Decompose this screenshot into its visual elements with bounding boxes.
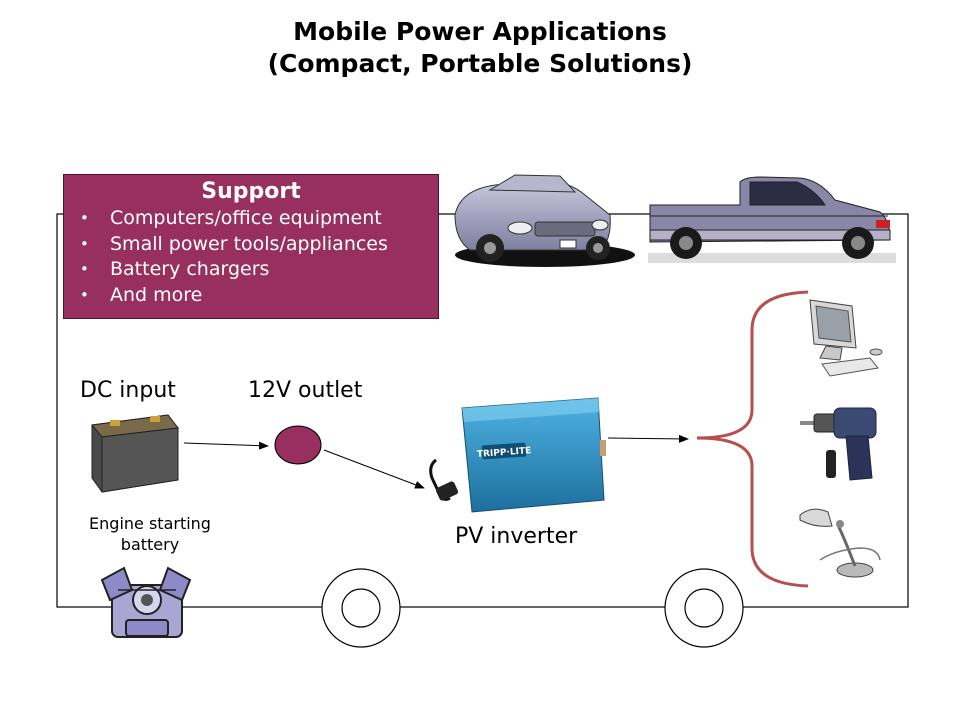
support-item-chargers: Battery chargers: [64, 257, 438, 283]
support-item-computers: Computers/office equipment: [64, 206, 438, 232]
inverter-brand-text: TRIPP·LITE: [477, 446, 532, 460]
battery-caption-line-1: Engine starting: [89, 514, 211, 533]
computer-monitor-icon: [809, 299, 883, 377]
battery-caption: Engine starting battery: [70, 513, 230, 555]
wheel-front: [321, 568, 401, 648]
wheel-rear: [664, 568, 744, 648]
title-line-1: Mobile Power Applications: [293, 17, 667, 46]
support-item-more: And more: [64, 283, 438, 309]
dc-input-label: DC input: [80, 378, 176, 403]
power-inverter-icon: TRIPP·LITE: [429, 397, 606, 513]
arrow-outlet-to-inverter: [323, 449, 425, 489]
inverter-label: PV inverter: [455, 524, 578, 549]
car-battery-icon: [91, 414, 179, 493]
support-list: Computers/office equipment Small power t…: [64, 206, 438, 308]
battery-caption-line-2: battery: [120, 535, 180, 554]
device-brace: [696, 290, 809, 588]
support-item-tools: Small power tools/appliances: [64, 232, 438, 258]
title-line-2: (Compact, Portable Solutions): [267, 49, 693, 78]
convertible-car-icon: [454, 174, 635, 267]
support-box: Support Computers/office equipment Small…: [63, 174, 439, 319]
outlet-label: 12V outlet: [248, 378, 363, 403]
page-title: Mobile Power Applications (Compact, Port…: [0, 16, 960, 80]
outlet-circle-icon: [274, 425, 322, 465]
engine-icon: [100, 566, 192, 638]
support-heading: Support: [201, 179, 301, 204]
pickup-truck-icon: [648, 176, 896, 263]
power-drill-icon: [800, 407, 877, 481]
arrow-battery-to-outlet: [183, 441, 269, 450]
arrow-inverter-to-devices: [607, 434, 689, 443]
desk-lamp-icon: [799, 508, 881, 578]
